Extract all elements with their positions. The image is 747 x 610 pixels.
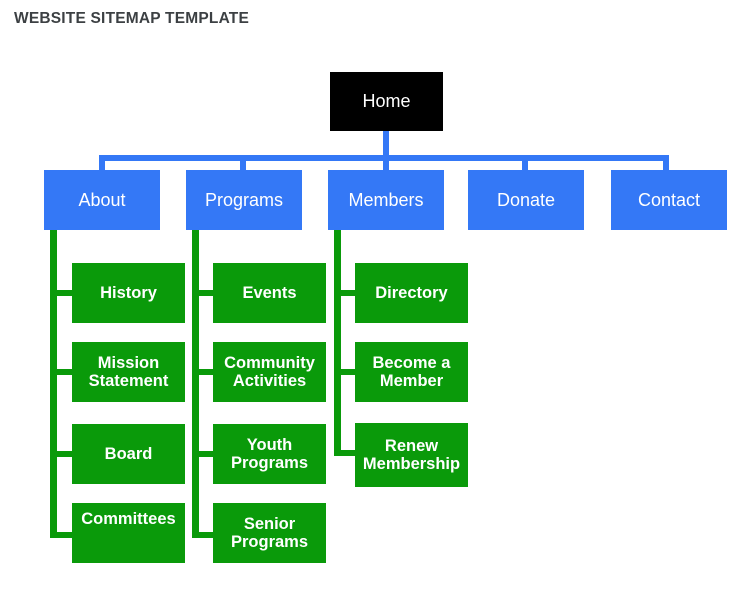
node-history[interactable]: History [72,263,185,323]
connector-members-stub-3 [334,450,358,456]
connector-drop-donate [522,155,528,172]
node-home[interactable]: Home [330,72,443,131]
node-programs[interactable]: Programs [186,170,302,230]
connector-about-trunk [50,228,57,538]
page-title: WEBSITE SITEMAP TEMPLATE [14,10,250,27]
connector-home-drop [383,131,389,157]
node-board[interactable]: Board [72,424,185,484]
connector-drop-contact [663,155,669,172]
node-mission-statement[interactable]: Mission Statement [72,342,185,402]
node-donate[interactable]: Donate [468,170,584,230]
node-youth-programs[interactable]: Youth Programs [213,424,326,484]
connector-programs-stub-3 [192,451,214,457]
connector-members-trunk [334,228,341,456]
node-become-a-member[interactable]: Become a Member [355,342,468,402]
node-about[interactable]: About [44,170,160,230]
node-members[interactable]: Members [328,170,444,230]
connector-about-stub-3 [50,451,74,457]
node-community-activities[interactable]: Community Activities [213,342,326,402]
connector-members-stub-2 [334,369,358,375]
connector-about-stub-4 [50,532,74,538]
connector-programs-trunk [192,228,199,538]
node-contact[interactable]: Contact [611,170,727,230]
node-directory[interactable]: Directory [355,263,468,323]
connector-drop-programs [240,155,246,172]
connector-programs-stub-1 [192,290,214,296]
node-committees[interactable]: Committees [72,503,185,563]
node-renew-membership[interactable]: Renew Membership [355,423,468,487]
connector-drop-about [99,155,105,172]
connector-about-stub-2 [50,369,74,375]
connector-drop-members [383,155,389,172]
node-senior-programs[interactable]: Senior Programs [213,503,326,563]
connector-programs-stub-4 [192,532,214,538]
connector-about-stub-1 [50,290,74,296]
connector-members-stub-1 [334,290,358,296]
node-events[interactable]: Events [213,263,326,323]
connector-programs-stub-2 [192,369,214,375]
